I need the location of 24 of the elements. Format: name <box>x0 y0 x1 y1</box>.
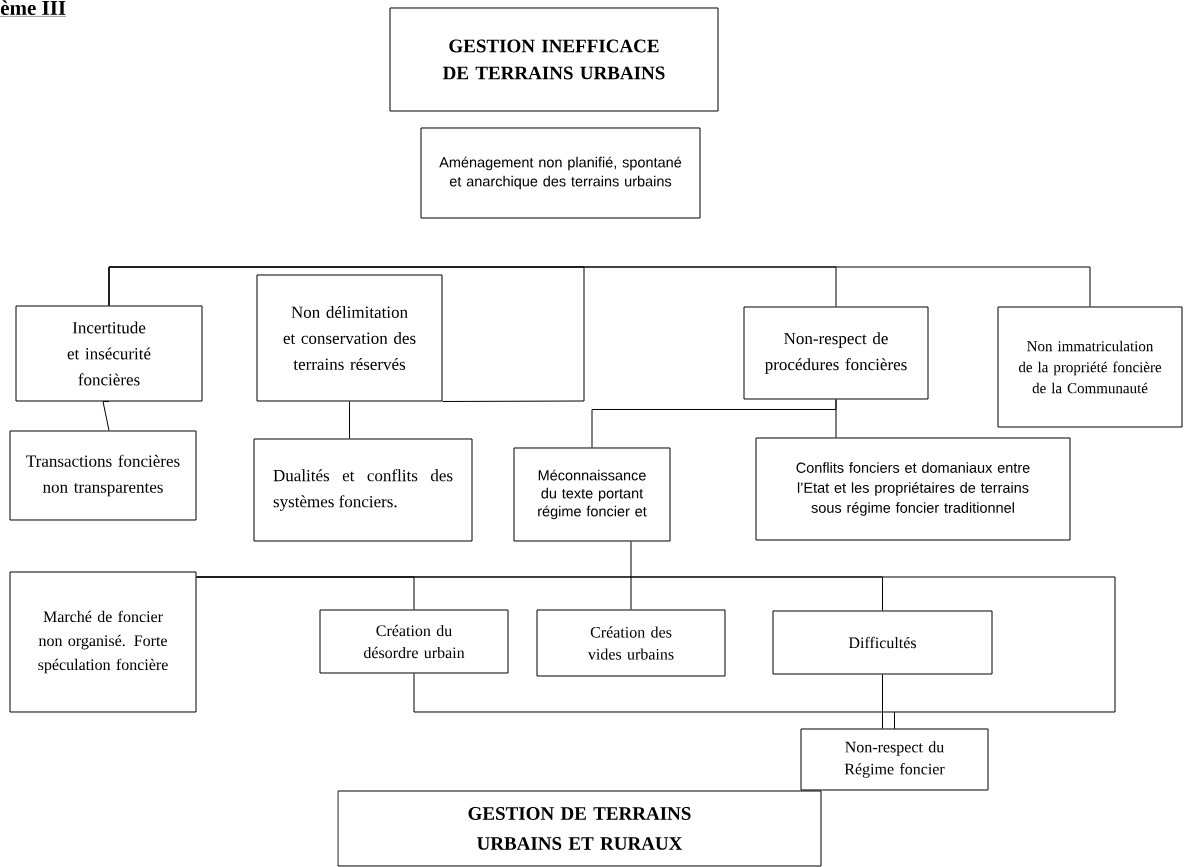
process-box: Dualités et conflits des systèmes fonciers. <box>253 438 473 542</box>
connector-line <box>882 674 883 729</box>
connector-line <box>835 399 837 438</box>
process-box: Transactions foncières non transparentes <box>9 430 197 521</box>
process-box: Méconnaissance du texte portant régime foncier et <box>513 447 671 542</box>
process-box: Aménagement non planifié, spontané et anarchique des terrains urbains <box>420 127 701 219</box>
heading-text: ème III <box>0 0 67 17</box>
process-box: Création des vides urbains <box>536 609 726 677</box>
process-box: Non immatriculation de la propriété foncière de la Communauté <box>997 306 1183 428</box>
connector-line <box>102 401 110 431</box>
process-box: GESTION INEFFICACE DE TERRAINS URBAINS <box>389 7 719 112</box>
process-box: GESTION DE TERRAINS URBAINS ET RURAUX <box>337 790 822 867</box>
process-box: Difficultés <box>772 610 993 675</box>
connector-line <box>349 401 350 439</box>
connector-line <box>413 673 895 729</box>
process-box: Non-respect de procédures foncières <box>743 306 929 400</box>
process-box: Non délimitation et conservation des terrains réservés <box>256 274 443 402</box>
connector-line <box>108 266 1091 307</box>
process-box: Marché de foncier non organisé. Forte spéculation foncière <box>9 571 197 713</box>
process-box: Conflits fonciers et domaniaux entre l’Etat et les propriétaires de terrains sous régime foncier traditionnel <box>755 437 1071 541</box>
process-box: Non-respect du Régime foncier <box>800 728 989 791</box>
process-box: Incertitude et insécurité foncières <box>15 305 203 402</box>
process-box: Création du désordre urbain <box>319 609 509 674</box>
connector-line <box>630 541 632 610</box>
